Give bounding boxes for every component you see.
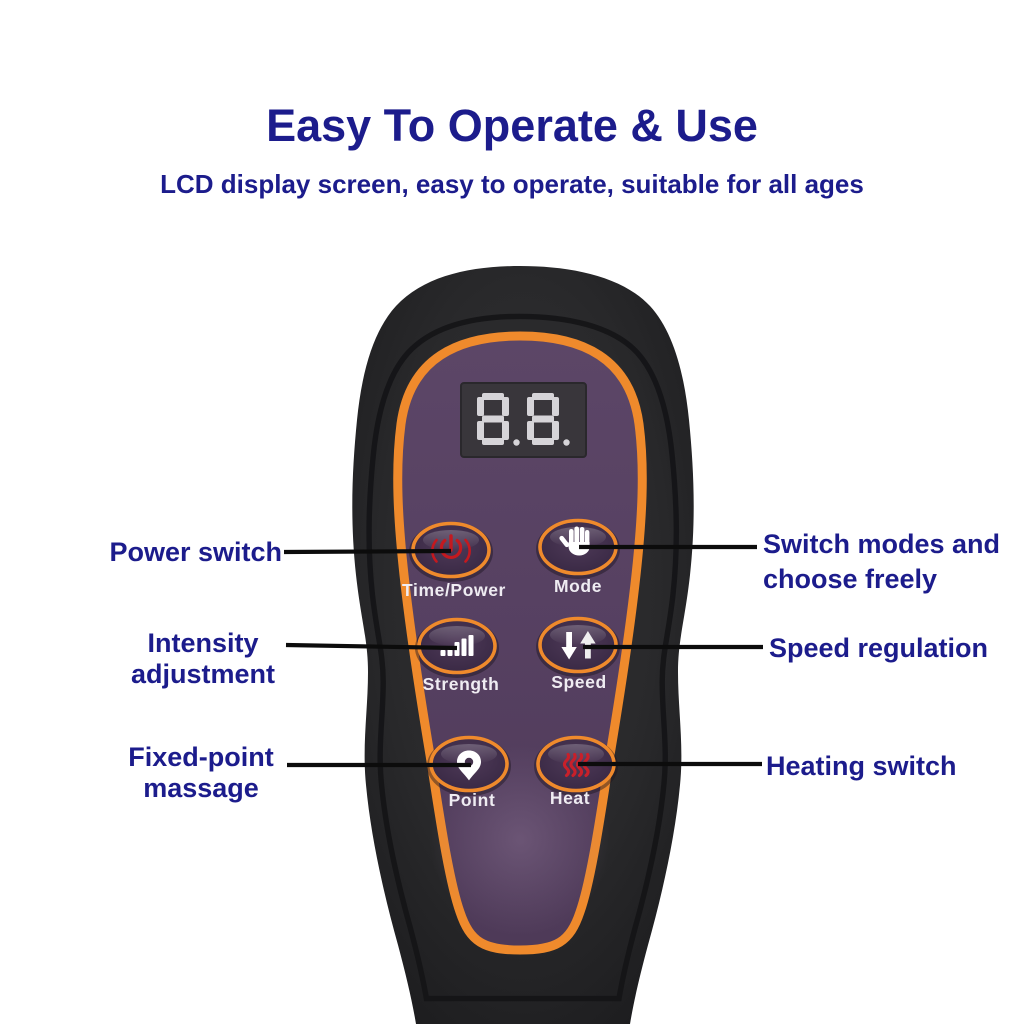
fixed-point-massage-callout: Fixed-point massage [108,742,294,804]
power-switch-callout: Power switch [90,535,282,569]
heat-waves-icon [562,752,590,778]
power-icon [431,534,471,563]
callout-text: adjustment [130,659,276,689]
heat-button[interactable]: Heat [534,735,618,808]
callout-text: Speed regulation [769,633,989,663]
switch-modes-callout: Switch modes and choose freely [763,527,1000,597]
intensity-adjustment-callout: Intensity adjustment [110,628,296,690]
callout-text: Heating switch [766,751,957,781]
heat-label: Heat [550,788,590,808]
callout-text: Switch modes and [763,529,1001,559]
callout-line-intensity [285,642,458,651]
lcd-digit [477,393,520,446]
speed-regulation-callout: Speed regulation [769,631,988,665]
hand-icon [559,526,590,556]
lcd-display [460,382,587,458]
callout-line-power [283,548,452,555]
remote-bezel-groove [366,313,680,1002]
speed-label: Speed [551,672,607,692]
callout-text: Intensity [147,628,259,658]
strength-button[interactable]: Strength [415,617,500,694]
signal-bars-icon [440,635,474,656]
up-down-arrows-icon [561,631,596,660]
callout-text: choose freely [763,564,938,594]
page-title: Easy To Operate & Use [266,100,758,151]
faceplate-sheen [430,745,610,935]
lcd-digit [527,393,570,446]
time-power-label: Time/Power [402,580,506,600]
callout-text: Fixed-point [128,742,274,772]
callout-text: Power switch [109,537,282,567]
mode-label: Mode [554,576,602,596]
strength-label: Strength [423,674,500,694]
mode-button[interactable]: Mode [536,518,620,596]
page-subtitle: LCD display screen, easy to operate, sui… [160,169,864,199]
point-label: Point [449,790,496,810]
callout-text: massage [143,773,259,803]
heating-switch-callout: Heating switch [766,749,957,783]
